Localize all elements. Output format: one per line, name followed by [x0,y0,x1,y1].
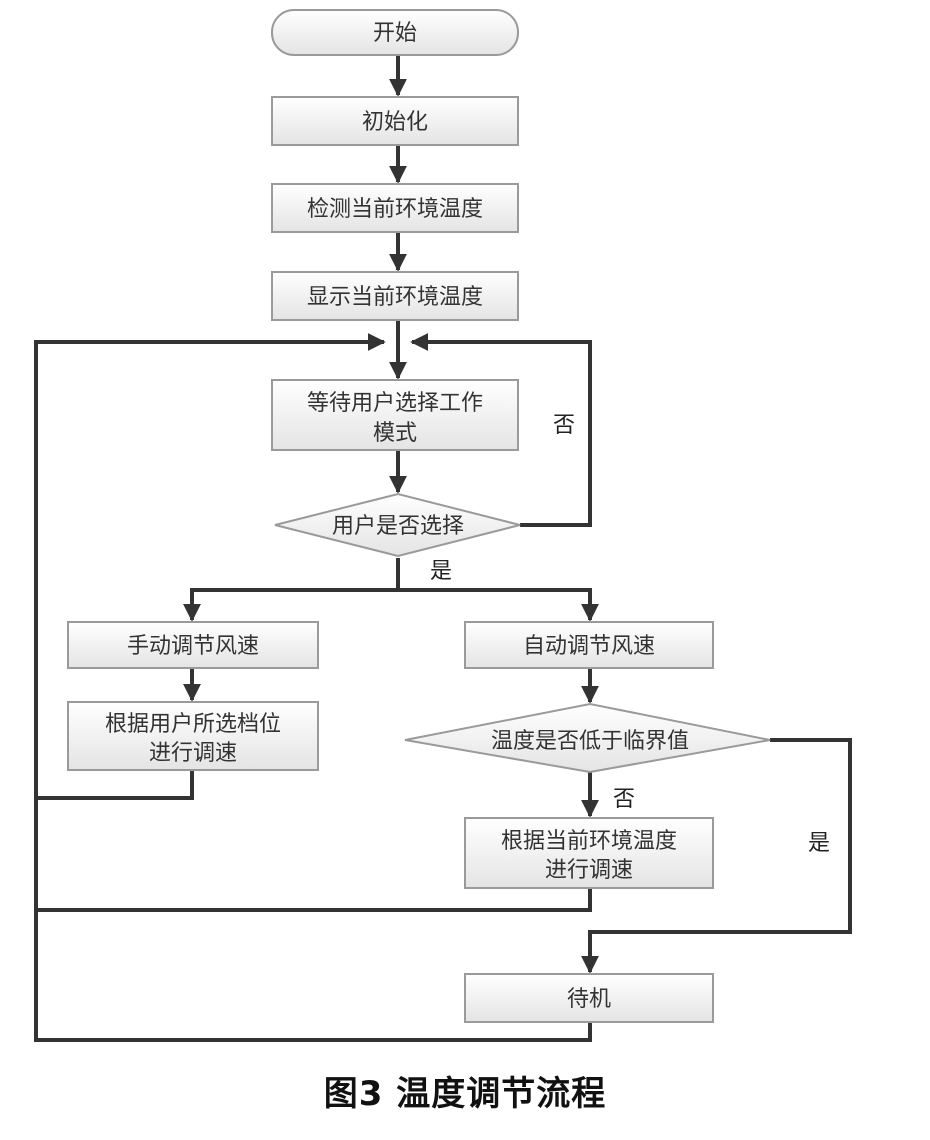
node-user-select: 用户是否选择 [274,492,521,558]
edge-standby-loop [34,798,592,1042]
node-manual-adjust: 根据用户所选档位 进行调速 [67,701,319,771]
node-detect-temp: 检测当前环境温度 [271,183,519,233]
label-select-no: 否 [553,413,575,438]
node-auto-adjust: 根据当前环境温度 进行调速 [464,817,714,889]
edge-select-no-loop [410,333,592,527]
node-wait-mode-line1: 等待用户选择工作 [307,391,483,416]
edge-autoadjust-loop [36,888,592,912]
node-init-label: 初始化 [362,110,428,135]
node-auto-speed-label: 自动调节风速 [523,634,655,659]
label-select-yes: 是 [430,559,452,584]
node-show-temp: 显示当前环境温度 [271,271,519,321]
edge-select-yes-split [183,558,400,622]
edge-templow-yes [581,738,852,974]
node-show-temp-label: 显示当前环境温度 [307,285,483,310]
node-manual-speed-label: 手动调节风速 [127,634,259,659]
connectors [34,55,852,1042]
node-auto-adjust-line2: 进行调速 [545,858,633,883]
node-standby-label: 待机 [567,987,611,1012]
node-auto-speed: 自动调节风速 [464,621,714,669]
edge-select-yes-auto [398,588,599,622]
node-start-label: 开始 [373,21,417,46]
node-init: 初始化 [271,96,519,146]
label-temp-yes: 是 [808,831,830,856]
node-auto-adjust-line1: 根据当前环境温度 [501,829,677,854]
node-wait-mode-line2: 模式 [373,421,417,446]
node-start: 开始 [271,9,519,56]
node-temp-low-label: 温度是否低于临界值 [491,729,689,754]
node-temp-low: 温度是否低于临界值 [404,702,771,774]
figure-caption: 图3 温度调节流程 [323,1074,607,1114]
node-user-select-label: 用户是否选择 [332,514,464,539]
node-manual-adjust-line1: 根据用户所选档位 [105,712,281,737]
flowchart: 开始 初始化 检测当前环境温度 显示当前环境温度 等待用户选择工作 模式 用户是… [34,9,852,1042]
node-manual-adjust-line2: 进行调速 [149,741,237,766]
node-wait-mode: 等待用户选择工作 模式 [271,379,519,451]
node-standby: 待机 [464,973,714,1023]
node-manual-speed: 手动调节风速 [67,621,319,669]
node-detect-temp-label: 检测当前环境温度 [307,197,483,222]
label-temp-no: 否 [613,787,635,812]
